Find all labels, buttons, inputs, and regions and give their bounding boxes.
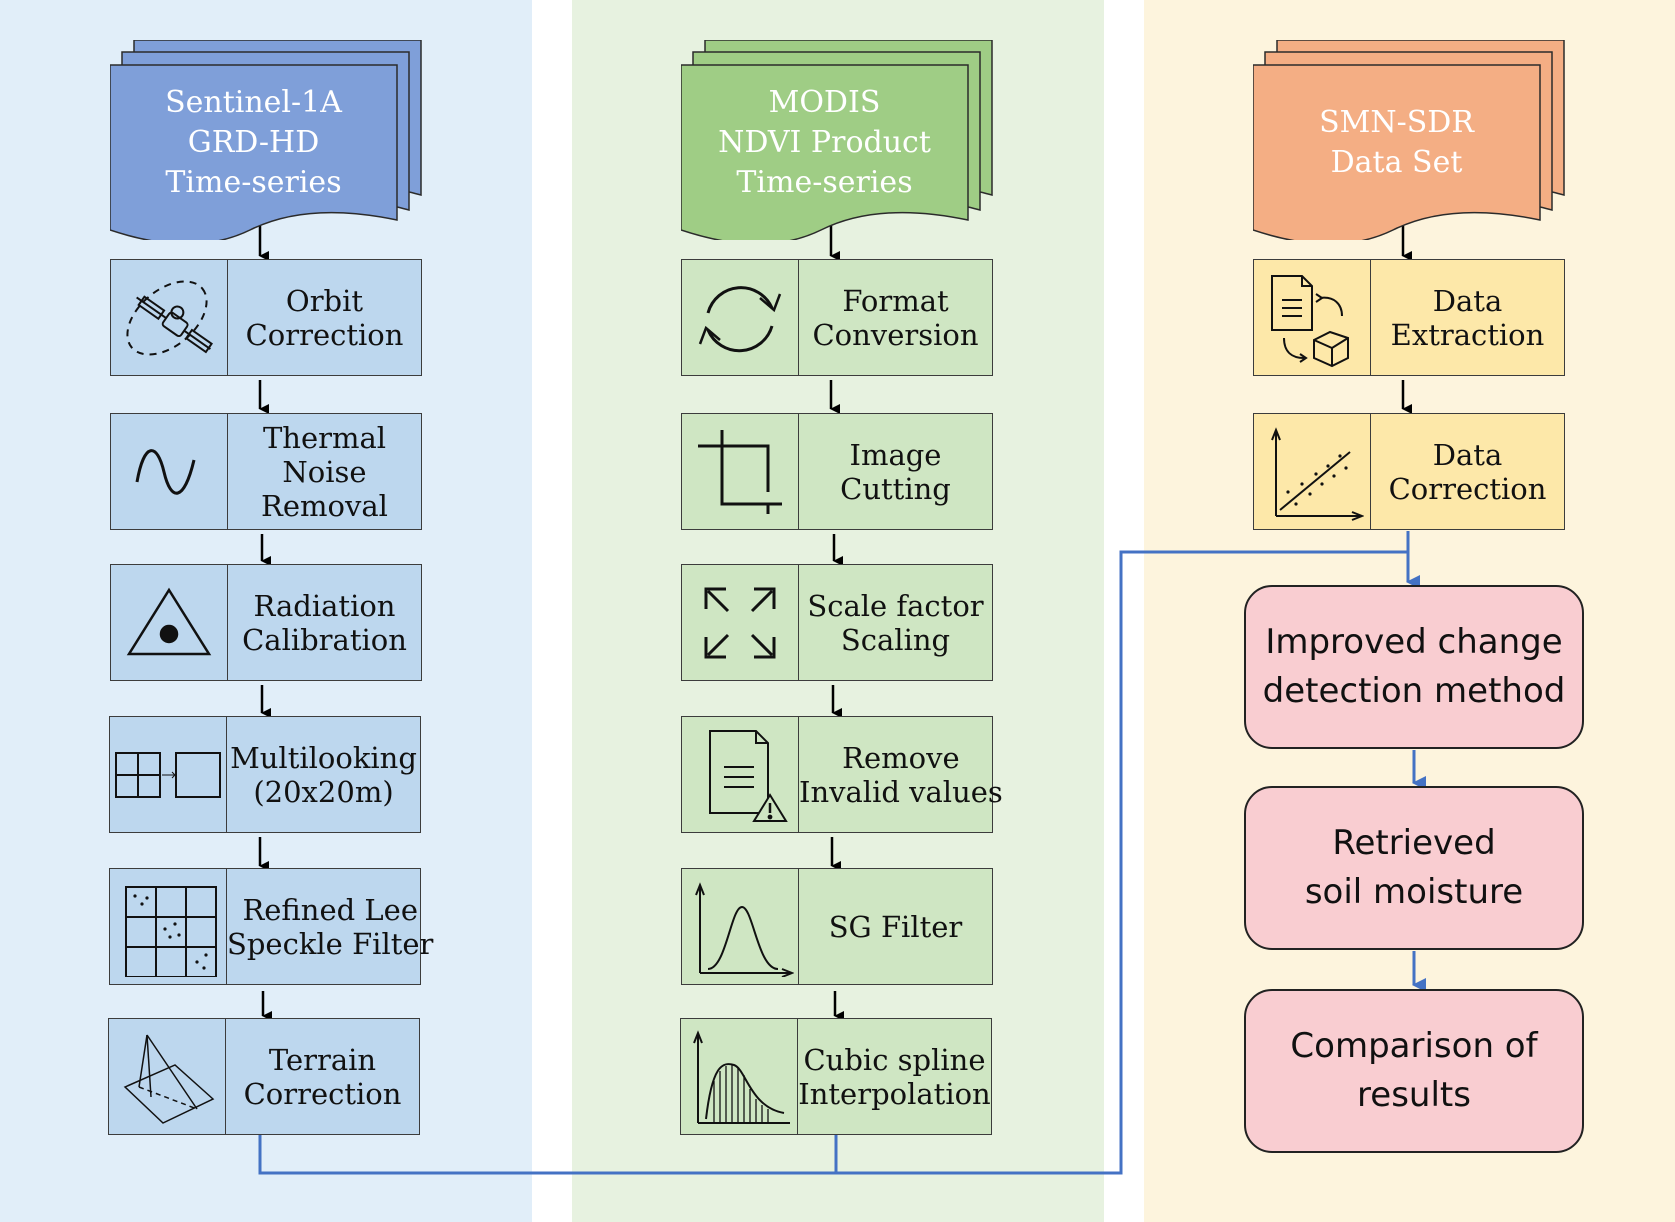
step-sg-filter: SG Filter (681, 868, 993, 985)
modis-source-line-2: NDVI Product (718, 125, 931, 160)
step-label-line: Refined Lee (242, 892, 418, 927)
step-label-line: Invalid values (799, 774, 1003, 809)
step-label-line: Calibration (242, 622, 407, 657)
multilook-grid-icon (110, 717, 227, 832)
result-line: Retrieved (1332, 823, 1496, 863)
step-label-line: Scale factor (807, 588, 984, 623)
data-extraction-icon (1254, 260, 1371, 375)
result-line: Comparison of (1290, 1026, 1538, 1066)
step-thermal-noise-removal: Thermal Noise Removal (110, 413, 422, 530)
sentinel-source-line-1: Sentinel-1A (165, 85, 342, 120)
result-line: detection method (1262, 671, 1566, 711)
step-label-line: Interpolation (798, 1076, 991, 1111)
step-label-line: Correction (245, 317, 404, 352)
step-remove-invalid-values: Remove Invalid values (681, 716, 1003, 833)
step-label-line: Data (1432, 437, 1503, 472)
document-warning-icon (682, 717, 799, 832)
step-label-line: Correction (1388, 471, 1547, 506)
result-line: soil moisture (1304, 872, 1524, 912)
step-orbit-correction: Orbit Correction (110, 259, 422, 376)
step-label-line: Extraction (1390, 317, 1545, 352)
improved-change-detection-box: Improved change detection method (1244, 585, 1584, 749)
step-label-line: Correction (243, 1076, 402, 1111)
step-label-line: Format (842, 283, 949, 318)
step-label-line: Terrain (268, 1042, 377, 1077)
step-cubic-spline-interpolation: Cubic spline Interpolation (680, 1018, 992, 1135)
retrieved-soil-moisture-box: Retrieved soil moisture (1244, 786, 1584, 950)
modis-source-line-3: Time-series (736, 165, 913, 200)
sine-wave-icon (111, 414, 228, 529)
satellite-orbit-icon (111, 260, 228, 375)
step-image-cutting: Image Cutting (681, 413, 993, 530)
smn-source-line-2: Data Set (1330, 145, 1463, 180)
step-label-line: Scaling (840, 622, 951, 657)
step-label-line: Noise (282, 454, 367, 489)
step-label-line: Data (1432, 283, 1503, 318)
step-label-line: Removal (261, 488, 388, 523)
step-label-line: Multilooking (230, 740, 417, 775)
step-label-line: Cutting (840, 471, 951, 506)
step-label-line: Remove (842, 740, 960, 775)
radiation-triangle-icon (111, 565, 228, 680)
step-scale-factor-scaling: Scale factor Scaling (681, 564, 993, 681)
step-label-line: Radiation (253, 588, 396, 623)
refresh-cycle-icon (682, 260, 799, 375)
result-line: results (1357, 1075, 1471, 1115)
smn-source-doc: SMN-SDR Data Set (1253, 40, 1566, 240)
step-multilooking: Multilooking (20x20m) (109, 716, 421, 833)
step-terrain-correction: Terrain Correction (108, 1018, 420, 1135)
modis-source-doc: MODIS NDVI Product Time-series (681, 40, 994, 240)
bell-curve-icon (682, 869, 799, 984)
terrain-plane-icon (109, 1019, 226, 1134)
sentinel-source-line-3: Time-series (165, 165, 342, 200)
step-label-line: Cubic spline (803, 1042, 986, 1077)
scatter-plot-icon (1254, 414, 1371, 529)
step-label-line: Speckle Filter (227, 926, 434, 961)
smn-source-line-1: SMN-SDR (1319, 105, 1474, 140)
step-refined-lee-speckle-filter: Refined Lee Speckle Filter (109, 868, 433, 985)
step-label-line: Orbit (285, 283, 364, 318)
result-line: Improved change (1265, 622, 1563, 662)
step-label-line: Image (849, 437, 942, 472)
speckle-grid-icon (110, 869, 227, 984)
modis-source-line-1: MODIS (768, 85, 881, 120)
expand-arrows-icon (682, 565, 799, 680)
step-format-conversion: Format Conversion (681, 259, 993, 376)
sentinel-source-line-2: GRD-HD (187, 125, 320, 160)
spline-area-icon (681, 1019, 798, 1134)
step-radiation-calibration: Radiation Calibration (110, 564, 422, 681)
step-label-line: Thermal (262, 420, 387, 455)
step-label-line: SG Filter (828, 909, 963, 944)
step-label-line: Conversion (812, 317, 979, 352)
step-data-extraction: Data Extraction (1253, 259, 1565, 376)
step-data-correction: Data Correction (1253, 413, 1565, 530)
sentinel-source-doc: Sentinel-1A GRD-HD Time-series (110, 40, 423, 240)
comparison-of-results-box: Comparison of results (1244, 989, 1584, 1153)
step-label-line: (20x20m) (253, 774, 394, 809)
crop-icon (682, 414, 799, 529)
